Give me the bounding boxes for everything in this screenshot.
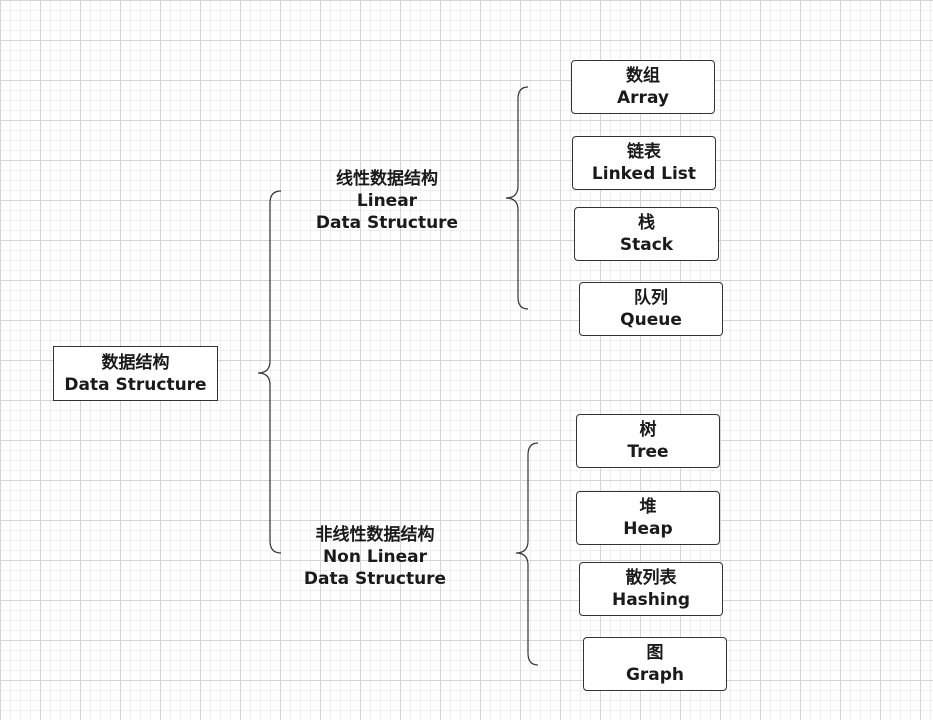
- node-array[interactable]: 数组 Array: [571, 60, 715, 114]
- node-heap-zh: 堆: [639, 497, 657, 517]
- node-array-en: Array: [617, 88, 669, 108]
- nonlinear-category-zh: 非线性数据结构: [315, 525, 435, 545]
- node-queue[interactable]: 队列 Queue: [579, 282, 723, 336]
- root-node-en: Data Structure: [64, 374, 207, 395]
- root-node-zh: 数据结构: [101, 352, 170, 373]
- node-heap[interactable]: 堆 Heap: [576, 491, 720, 545]
- node-hashing-zh: 散列表: [625, 568, 677, 588]
- node-linked-list-en: Linked List: [591, 164, 697, 184]
- linear-category-en1: Linear: [356, 191, 418, 211]
- node-stack-zh: 栈: [638, 213, 655, 233]
- node-linked-list[interactable]: 链表 Linked List: [572, 136, 716, 190]
- linear-brace: [505, 86, 529, 310]
- node-hashing-en: Hashing: [611, 590, 691, 610]
- node-linked-list-zh: 链表: [627, 142, 661, 162]
- node-queue-en: Queue: [620, 310, 682, 330]
- node-graph-en: Graph: [625, 665, 685, 685]
- node-queue-zh: 队列: [634, 288, 668, 308]
- linear-category-en2: Data Structure: [315, 213, 459, 233]
- node-tree-en: Tree: [627, 442, 669, 462]
- node-hashing[interactable]: 散列表 Hashing: [579, 562, 723, 616]
- nonlinear-category-en2: Data Structure: [303, 569, 447, 589]
- nonlinear-category-label: 非线性数据结构 Non Linear Data Structure: [295, 524, 455, 590]
- nonlinear-category-en1: Non Linear: [322, 547, 428, 567]
- nonlinear-brace: [515, 442, 539, 666]
- node-stack-en: Stack: [619, 235, 674, 255]
- node-stack[interactable]: 栈 Stack: [574, 207, 719, 261]
- node-heap-en: Heap: [623, 519, 673, 539]
- node-tree[interactable]: 树 Tree: [576, 414, 720, 468]
- node-array-zh: 数组: [626, 66, 660, 86]
- node-graph[interactable]: 图 Graph: [583, 637, 727, 691]
- node-tree-zh: 树: [639, 420, 657, 440]
- root-brace: [257, 190, 282, 554]
- linear-category-zh: 线性数据结构: [336, 169, 438, 189]
- root-node[interactable]: 数据结构 Data Structure: [53, 346, 218, 401]
- linear-category-label: 线性数据结构 Linear Data Structure: [307, 168, 467, 234]
- node-graph-zh: 图: [646, 643, 664, 663]
